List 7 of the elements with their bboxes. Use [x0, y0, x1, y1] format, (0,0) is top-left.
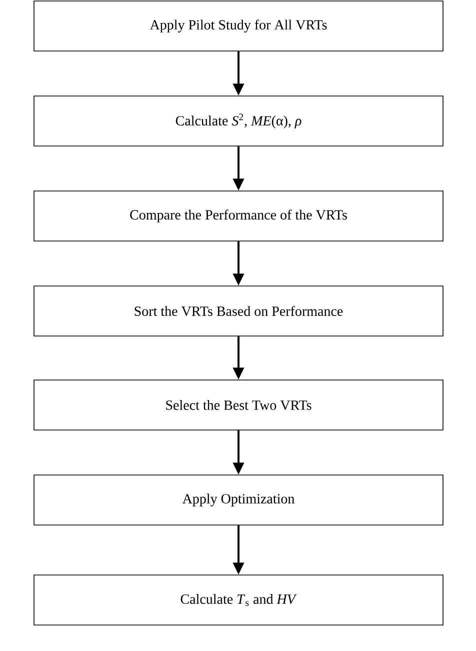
process-box: Calculate S$^{2}$, ME(α), ρ — [34, 96, 444, 146]
process-box: Apply Optimization — [34, 474, 444, 526]
process-box: Calculate T$_{s}$ and HV — [34, 574, 444, 626]
process-box: Apply Pilot Study for All VRTs — [34, 0, 444, 52]
process-box: Compare the Performance of the VRTs — [34, 190, 444, 242]
process-box: Sort the VRTs Based on Performance — [34, 286, 444, 336]
process-box: Select the Best Two VRTs — [34, 380, 444, 430]
